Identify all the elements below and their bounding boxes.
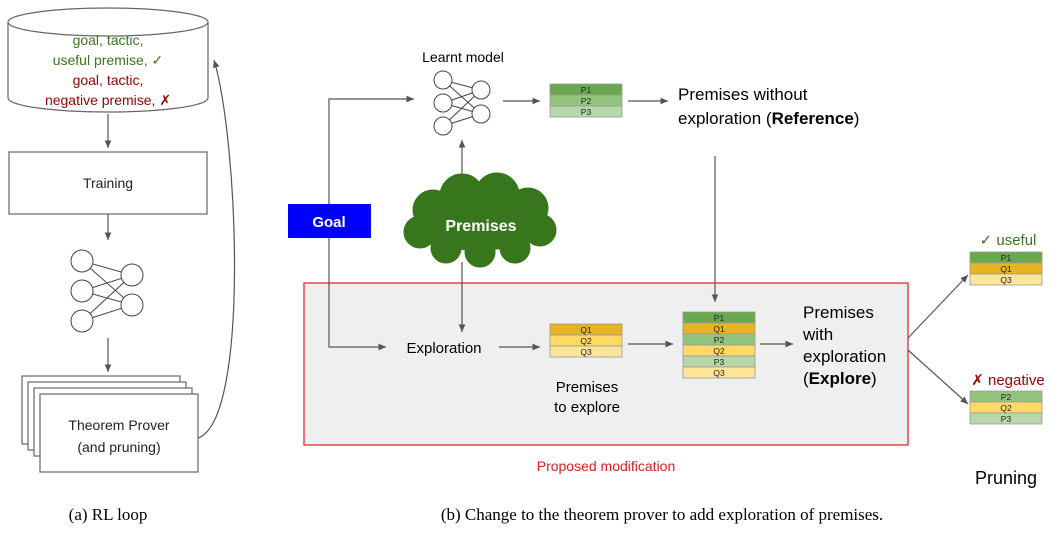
- useful-item-p1-label: P1: [1001, 253, 1012, 263]
- negative-label: ✗ negative: [971, 372, 1044, 389]
- arrow-goal-to-model: [328, 95, 414, 204]
- merged-item-p3-label: P3: [714, 357, 725, 367]
- arrow-to-negative: [907, 349, 969, 405]
- goal-label: Goal: [312, 214, 345, 231]
- learnt-model-label: Learnt model: [422, 49, 504, 65]
- to-explore-item-q2-label: Q2: [580, 336, 592, 346]
- neural-network-icon: [70, 249, 144, 333]
- proposed-modification-label: Proposed modification: [537, 458, 676, 474]
- merged-item-q1-label: Q1: [713, 324, 725, 334]
- merged-item-p1-label: P1: [714, 313, 725, 323]
- merged-item-q2-label: Q2: [713, 346, 725, 356]
- explore-label-line3: exploration: [803, 347, 886, 366]
- to-explore-item-q1-label: Q1: [580, 325, 592, 335]
- prover-label-line1: Theorem Prover: [68, 417, 169, 433]
- arrow-to-useful: [907, 274, 969, 339]
- pruning-label: Pruning: [975, 468, 1037, 488]
- training-label: Training: [83, 175, 133, 191]
- premises-to-explore-line2: to explore: [554, 399, 620, 416]
- caption-a: (a) RL loop: [69, 505, 148, 524]
- reference-item-p3-label: P3: [581, 107, 592, 117]
- reference-item-p1-label: P1: [581, 85, 592, 95]
- proposed-modification-box: [303, 282, 909, 446]
- useful-item-q3-cell: [969, 273, 1043, 286]
- reference-item-p3-cell: [549, 105, 623, 118]
- premises-to-explore-line1: Premises: [556, 379, 619, 396]
- panel-a: goal, tactic, useful premise, ✓ goal, ta…: [7, 7, 236, 524]
- exploration-label: Exploration: [406, 340, 481, 357]
- arrow-goal-to-exploration: [328, 238, 386, 351]
- explore-label-line4: (Explore): [803, 369, 877, 388]
- training-box: [8, 151, 208, 215]
- negative-item-p3-cell: [969, 412, 1043, 425]
- db-line-2: useful premise, ✓: [53, 52, 164, 68]
- caption-b: (b) Change to the theorem prover to add …: [441, 505, 883, 524]
- merged-item-q3-label: Q3: [713, 368, 725, 378]
- premises-cloud: [403, 172, 557, 268]
- theorem-prover-stack: [21, 375, 199, 473]
- negative-item-p3-label: P3: [1001, 414, 1012, 424]
- reference-item-p2-label: P2: [581, 96, 592, 106]
- db-line-1: goal, tactic,: [73, 32, 144, 48]
- prover-label-line2: (and pruning): [77, 439, 160, 455]
- training-data-database: goal, tactic, useful premise, ✓ goal, ta…: [7, 7, 209, 113]
- panel-b: Proposed modification Learnt model Goal: [288, 49, 1045, 524]
- explore-label-line1: Premises: [803, 303, 874, 322]
- negative-item-q2-label: Q2: [1000, 403, 1012, 413]
- goal-box: [288, 204, 371, 238]
- db-line-3: goal, tactic,: [73, 72, 144, 88]
- to-explore-item-q3-label: Q3: [580, 347, 592, 357]
- reference-label-line2: exploration (Reference): [678, 109, 859, 128]
- db-line-4: negative premise, ✗: [45, 92, 171, 108]
- arrow-prover-to-db: [197, 59, 236, 439]
- useful-item-q3-label: Q3: [1000, 275, 1012, 285]
- reference-label-line1: Premises without: [678, 85, 808, 104]
- explore-label-line2: with: [802, 325, 833, 344]
- to-explore-item-q3-cell: [549, 345, 623, 358]
- premises-cloud-label: Premises: [445, 218, 516, 235]
- learnt-model-network-icon: [433, 70, 491, 136]
- negative-item-p2-label: P2: [1001, 392, 1012, 402]
- useful-item-q1-label: Q1: [1000, 264, 1012, 274]
- merged-item-p2-label: P2: [714, 335, 725, 345]
- useful-label: ✓ useful: [980, 232, 1037, 249]
- merged-item-q3-cell: [682, 366, 756, 379]
